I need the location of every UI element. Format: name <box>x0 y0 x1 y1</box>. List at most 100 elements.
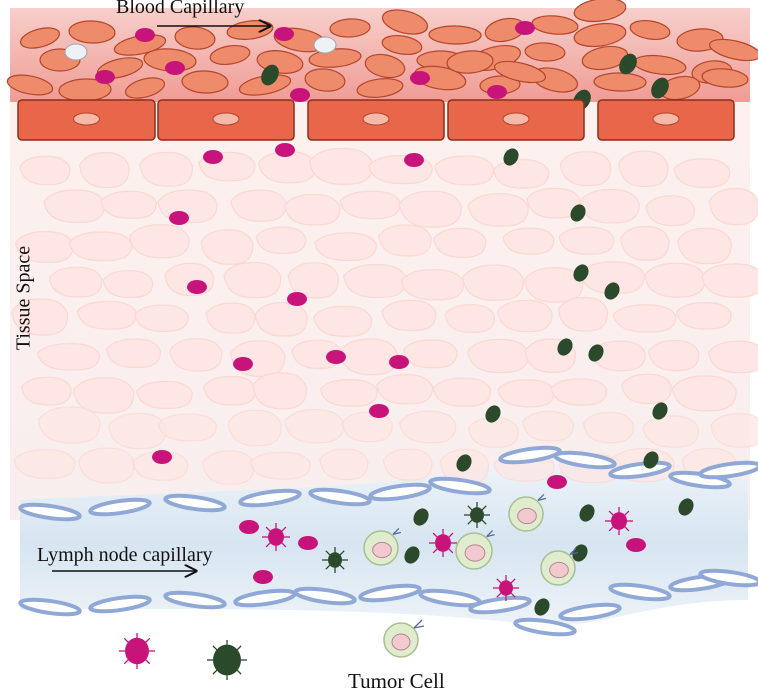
lymph-endothelial-cell <box>163 493 227 513</box>
tissue-cell <box>400 269 465 301</box>
lymph-endothelial-cell <box>18 597 82 617</box>
lymph-capillary-endothelium <box>18 445 758 637</box>
red-blood-cell <box>209 44 251 66</box>
tissue-cell <box>205 302 256 334</box>
tissue-cell <box>76 300 137 330</box>
magenta-immune-cell <box>203 150 223 164</box>
red-blood-cell <box>19 27 61 49</box>
red-blood-cell <box>174 26 216 50</box>
magenta-immune-cell <box>298 536 318 550</box>
tissue-cell <box>43 189 105 224</box>
red-blood-cell <box>701 68 749 88</box>
dark-green-immune-cell <box>678 498 694 516</box>
activated-green-cell <box>322 547 348 573</box>
tissue-cell <box>559 151 612 187</box>
lymph-endothelial-cell <box>293 586 357 606</box>
tumor-cell-label: Tumor Cell <box>348 669 445 691</box>
tissue-cell <box>708 340 758 374</box>
magenta-immune-cell <box>547 475 567 489</box>
magenta-immune-cell <box>165 61 185 75</box>
tissue-cell <box>621 373 672 404</box>
red-blood-cell <box>356 78 404 98</box>
tissue-cell <box>134 304 189 332</box>
tissue-cell <box>579 261 645 295</box>
tissue-cell <box>398 190 462 228</box>
red-blood-cell <box>428 25 482 45</box>
activated-green-cell <box>464 502 490 528</box>
dark-green-immune-cell <box>503 148 519 166</box>
endothelial-nucleus <box>652 112 680 126</box>
tissue-cell <box>313 305 373 337</box>
endothelial-nucleus <box>362 112 390 126</box>
tissue-cell <box>579 188 640 224</box>
migrating-immune-cells <box>119 143 694 680</box>
tissue-cell <box>202 450 255 485</box>
lymph-endothelial-cell <box>163 590 227 610</box>
tissue-cell <box>72 377 135 414</box>
endothelial-nucleus <box>73 112 100 126</box>
magenta-immune-cell <box>626 538 646 552</box>
tumor-cell-icon <box>363 527 402 566</box>
tissue-cell <box>249 451 311 480</box>
tissue-cell <box>132 451 189 481</box>
lymph-endothelial-cell <box>698 568 758 588</box>
lymph-node-capillary-label: Lymph node capillary <box>37 544 213 566</box>
magenta-immune-cell <box>275 143 295 157</box>
red-blood-cell <box>524 42 566 62</box>
red-blood-cell <box>181 70 229 94</box>
tissue-cell <box>648 339 700 372</box>
dark-green-immune-cell <box>557 338 573 356</box>
tissue-cell <box>434 155 495 186</box>
dark-green-immune-cell <box>404 546 420 564</box>
lymph-endothelial-cell <box>498 445 562 465</box>
lymph-endothelial-cell <box>238 488 302 508</box>
tissue-cell <box>701 263 758 298</box>
red-blood-cell <box>124 77 166 99</box>
legend-magenta-cell-icon <box>119 633 155 669</box>
tissue-cell <box>100 190 157 219</box>
red-blood-cell <box>708 38 758 62</box>
tissue-cell <box>671 375 737 412</box>
tissue-cell <box>558 226 615 255</box>
magenta-immune-cell <box>152 450 172 464</box>
magenta-immune-cell <box>290 88 310 102</box>
endothelial-nucleus <box>212 112 240 126</box>
tissue-cell <box>203 375 257 406</box>
legend-tumor-cell-icon <box>383 619 425 658</box>
tissue-cell <box>496 299 553 333</box>
legend-green-cell-icon <box>207 640 247 680</box>
lymph-endothelial-cell <box>18 502 82 522</box>
tissue-cell <box>339 190 401 220</box>
red-blood-cell <box>381 34 423 56</box>
lymph-endothelial-cell <box>608 460 672 480</box>
magenta-immune-cell <box>253 570 273 584</box>
tumor-cell-icon <box>455 530 495 570</box>
tissue-cell <box>19 155 71 186</box>
red-blood-cell <box>531 15 579 35</box>
endothelial-nucleus <box>502 112 530 126</box>
tissue-cell <box>102 270 154 299</box>
tissue-cell <box>341 411 393 443</box>
white-blood-cell <box>313 36 337 54</box>
lymph-endothelial-cell <box>88 594 152 614</box>
legend <box>383 619 425 658</box>
dark-green-immune-cell <box>485 405 501 423</box>
tissue-cell <box>462 264 524 301</box>
tissue-cell <box>432 377 492 407</box>
tissue-cell <box>642 415 700 448</box>
tissue-cell <box>68 231 133 262</box>
tissue-cell <box>433 227 487 258</box>
red-blood-cell <box>329 18 371 38</box>
tissue-cell <box>467 338 529 374</box>
magenta-immune-cell <box>95 70 115 84</box>
red-blood-cell <box>593 72 647 92</box>
tissue-cell <box>710 413 758 448</box>
tissue-cell <box>79 152 130 189</box>
red-blood-cell <box>6 74 54 96</box>
tissue-cell <box>252 372 307 410</box>
dark-green-immune-cell <box>456 454 472 472</box>
lymph-endothelial-cell <box>358 583 422 603</box>
tissue-cell <box>550 378 608 406</box>
